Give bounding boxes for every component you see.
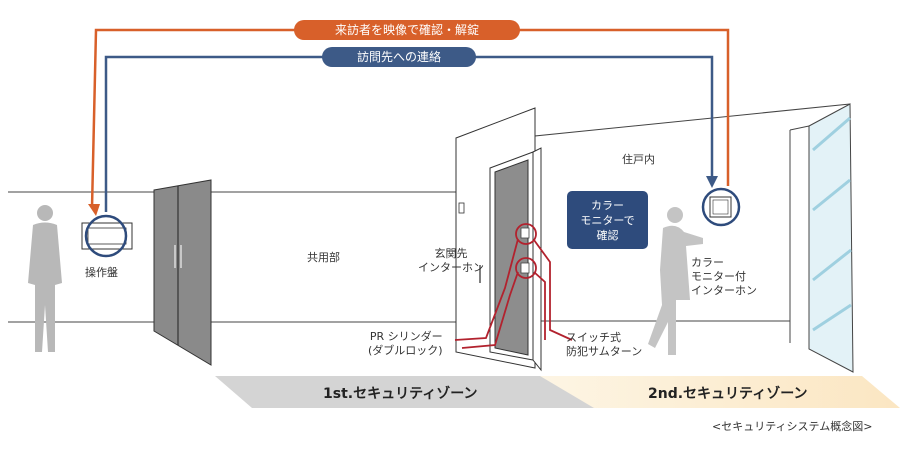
color-monitor-line1: カラー bbox=[591, 198, 624, 212]
entrance-intercom-line1: 玄関先 bbox=[434, 247, 468, 260]
color-monitor-box: カラー モニターで 確認 bbox=[567, 191, 648, 249]
monitor-intercom bbox=[701, 187, 741, 227]
door-lock-markers bbox=[454, 223, 573, 349]
security-zone-bands bbox=[215, 376, 900, 408]
control-panel-label: 操作盤 bbox=[85, 266, 118, 279]
window bbox=[808, 103, 854, 373]
monitor-intercom-line1: カラー bbox=[691, 256, 724, 269]
second-security-zone: 2nd.セキュリティゾーン bbox=[648, 386, 808, 402]
switch-thumbturn-label: スイッチ式 防犯サムターン bbox=[566, 331, 642, 359]
inside-unit-label: 住戸内 bbox=[622, 153, 655, 166]
monitor-intercom-label: カラー モニター付 インターホン bbox=[691, 256, 757, 298]
unit-door-frame bbox=[455, 107, 536, 369]
pr-cylinder-line2: (ダブルロック) bbox=[368, 344, 443, 357]
entrance-intercom-label: 玄関先 インターホン bbox=[418, 247, 484, 275]
first-security-zone: 1st.セキュリティゾーン bbox=[323, 386, 478, 402]
monitor-intercom-line2: モニター付 bbox=[691, 270, 746, 283]
visitor-video-label: 来訪者を映像で確認・解錠 bbox=[294, 20, 520, 40]
pr-cylinder-line1: PR シリンダー bbox=[369, 330, 443, 343]
visitor-figure bbox=[28, 205, 62, 352]
resident-figure bbox=[648, 207, 703, 355]
pr-cylinder-label: PR シリンダー (ダブルロック) bbox=[368, 330, 443, 358]
entrance-auto-door bbox=[153, 179, 212, 366]
color-monitor-line2: モニターで bbox=[580, 213, 635, 227]
switch-line2: 防犯サムターン bbox=[566, 345, 643, 358]
control-panel bbox=[81, 214, 133, 258]
diagram-caption: <セキュリティシステム概念図> bbox=[712, 420, 873, 433]
monitor-intercom-line3: インターホン bbox=[691, 284, 757, 297]
common-area-label: 共用部 bbox=[307, 251, 340, 264]
switch-line1: スイッチ式 bbox=[566, 331, 621, 344]
color-monitor-line3: 確認 bbox=[596, 228, 619, 242]
entrance-intercom-line2: インターホン bbox=[418, 261, 484, 274]
unit-door-leaf bbox=[532, 147, 542, 372]
call-destination-label: 訪問先への連絡 bbox=[322, 47, 476, 67]
